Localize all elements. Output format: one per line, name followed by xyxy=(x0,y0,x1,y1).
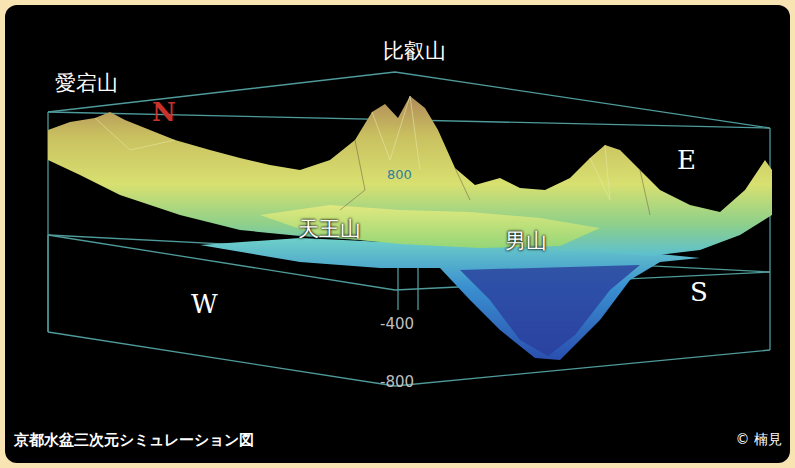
peak-label: 天王山 xyxy=(298,218,361,241)
north-marker: N xyxy=(152,98,176,127)
east-marker: E xyxy=(677,146,696,175)
credit-text: © 楠見 xyxy=(736,432,782,447)
axis-value: 800 xyxy=(387,168,412,182)
terrain-illustration xyxy=(5,5,790,463)
axis-value: -800 xyxy=(380,374,414,391)
black-panel: 愛宕山 N 比叡山 E 800 天王山男山 W S -400 -800 © 楠見 京都水盆三次元シミュ… xyxy=(5,5,790,463)
west-marker: W xyxy=(191,290,218,319)
peak-label: 愛宕山 xyxy=(55,72,118,95)
figure-caption: 京都水盆三次元シミュレーション図 xyxy=(14,432,254,449)
peak-label: 男山 xyxy=(505,230,547,253)
axis-value: -400 xyxy=(380,316,414,333)
south-marker: S xyxy=(690,278,708,307)
peak-label: 比叡山 xyxy=(383,40,446,63)
